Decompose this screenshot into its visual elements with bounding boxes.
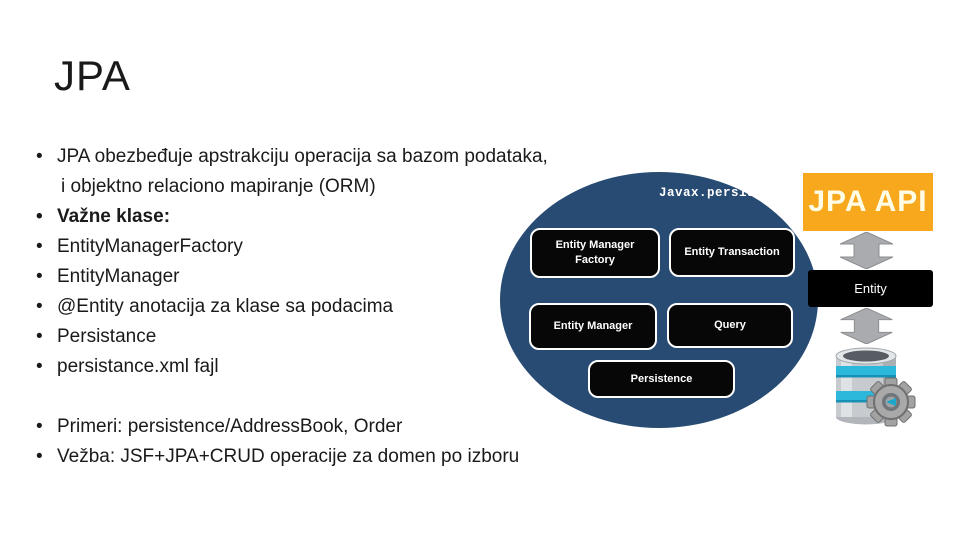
bullet-item: Persistance [36, 322, 636, 352]
page-title: JPA [54, 52, 131, 99]
bullet-item: @Entity anotacija za klase sa podacima [36, 292, 636, 322]
double-arrow-icon [840, 308, 893, 344]
box-persistence: Persistence [588, 360, 735, 398]
bullet-item: Vežba: JSF+JPA+CRUD operacije za domen p… [36, 442, 656, 472]
bullet-text: Važne klase: [57, 206, 171, 227]
box-entity: Entity [808, 270, 933, 307]
bullet-text: EntityManagerFactory [57, 236, 243, 257]
bullet-list-examples: Primeri: persistence/AddressBook, Order … [36, 412, 656, 472]
box-entity-manager-factory: Entity Manager Factory [530, 228, 660, 278]
box-entity-manager: Entity Manager [529, 303, 657, 350]
bullet-text: EntityManager [57, 266, 180, 287]
bullet-text: Persistance [57, 326, 157, 347]
database-icon [835, 347, 916, 427]
package-label: Javax.persistence [658, 186, 795, 200]
bullet-text: Vežba: JSF+JPA+CRUD operacije za domen p… [57, 446, 520, 467]
double-arrow-icon [840, 232, 893, 269]
bullet-item: JPA obezbeđuje apstrakciju operacija sa … [36, 142, 636, 172]
bullet-item: Primeri: persistence/AddressBook, Order [36, 412, 656, 442]
bullet-item-continuation: i objektno relaciono mapiranje (ORM) [36, 172, 636, 202]
bullet-item: persistance.xml fajl [36, 352, 636, 382]
bullet-item: Važne klase: [36, 202, 636, 232]
bullet-item: EntityManagerFactory [36, 232, 636, 262]
bullet-text: Primeri: persistence/AddressBook, Order [57, 416, 403, 437]
bullet-item: EntityManager [36, 262, 636, 292]
box-query: Query [667, 303, 793, 348]
bullet-text: persistance.xml fajl [57, 356, 219, 377]
bullet-list-main: JPA obezbeđuje apstrakciju operacija sa … [36, 142, 636, 382]
bullet-text: i objektno relaciono mapiranje (ORM) [61, 176, 376, 197]
gear-icon [866, 377, 916, 427]
box-entity-transaction: Entity Transaction [669, 228, 795, 277]
bullet-text: @Entity anotacija za klase sa podacima [57, 296, 394, 317]
jpa-api-header: JPA API [803, 173, 933, 231]
bullet-text: JPA obezbeđuje apstrakciju operacija sa … [57, 146, 548, 167]
